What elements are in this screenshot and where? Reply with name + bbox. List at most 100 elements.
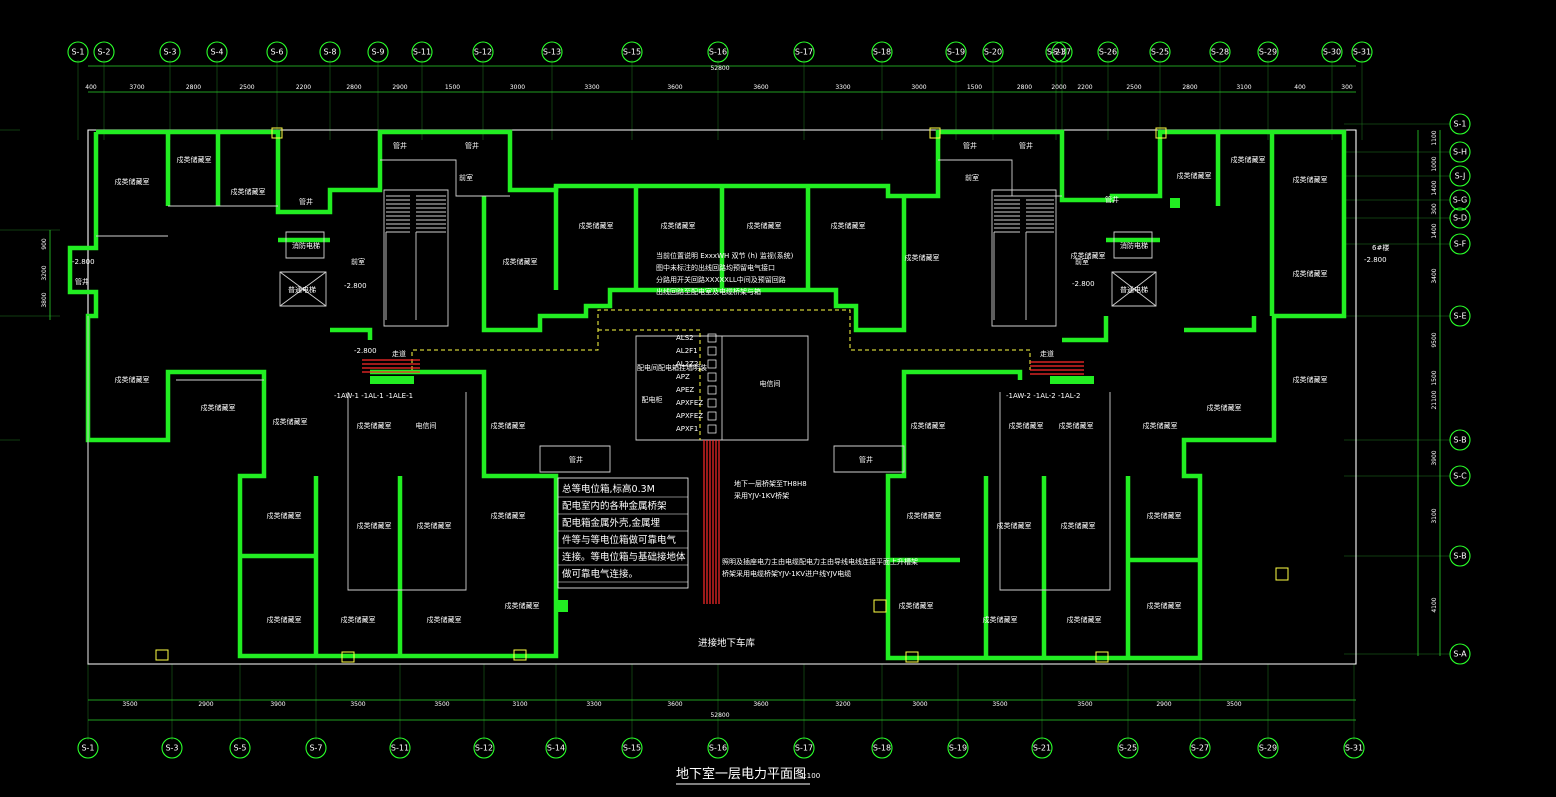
axis-bubble xyxy=(411,41,433,63)
axis-label: S-2 xyxy=(97,48,110,57)
dimension-text: 2200 xyxy=(1077,84,1092,91)
axis-bubble xyxy=(1449,141,1471,163)
axis-bubble xyxy=(266,41,288,63)
axis-label: S-16 xyxy=(709,48,727,57)
shaft-label: 管井 xyxy=(963,141,977,150)
dimension-text: 1400 xyxy=(1431,223,1438,238)
axis-label: S-25 xyxy=(1151,48,1169,57)
axis-label: S-G xyxy=(1453,196,1467,205)
room-label: 戍类储藏室 xyxy=(1177,171,1212,180)
axis-label: S-12 xyxy=(474,48,492,57)
axis-bubble xyxy=(1449,233,1471,255)
transformer-room-label: 配电间配电箱挂墙明装 xyxy=(637,363,707,372)
room-label: 戍类储藏室 xyxy=(267,511,302,520)
axis-bubble xyxy=(1351,41,1373,63)
dimension-text: 300 xyxy=(1341,84,1353,91)
dimension-text: 3200 xyxy=(835,701,850,708)
room-label: 戍类储藏室 xyxy=(1207,403,1242,412)
center-note: 当前位置说明 ExxxWH 双节 (h) 监视(系统) xyxy=(656,251,794,260)
room-label: 戍类储藏室 xyxy=(997,521,1032,530)
dimension-text: 2000 xyxy=(1051,84,1066,91)
axis-bubbles-right: S-1S-HS-JS-GS-DS-FS-ES-BS-CS-BS-A xyxy=(1449,113,1471,665)
axis-label: S-1 xyxy=(81,744,94,753)
dimension-text: 2800 xyxy=(1182,84,1197,91)
fire-lift-label: 消防电梯 xyxy=(1120,241,1148,250)
distribution-box-label: APXF1 xyxy=(676,425,698,433)
axis-label: S-9 xyxy=(371,48,384,57)
legend-line: 配电室内的各种金属桥架 xyxy=(562,500,667,512)
axis-bubble xyxy=(1343,737,1365,759)
dimension-text: 3300 xyxy=(835,84,850,91)
axis-label: S-3 xyxy=(165,744,178,753)
lift-label: 普通电梯 xyxy=(288,285,316,294)
axis-bubble xyxy=(871,737,893,759)
right-dimension-texts: 1100100014003001400340015009500390031004… xyxy=(1431,130,1438,612)
room-labels: 戍类储藏室 戍类储藏室 戍类储藏室 戍类储藏室 戍类储藏室 戍类储藏室 戍类储藏… xyxy=(75,141,1328,624)
axis-label: S-J xyxy=(1455,172,1466,181)
axis-bubble xyxy=(305,737,327,759)
axis-label: S-21 xyxy=(1033,744,1051,753)
axis-label: S-A xyxy=(1453,650,1467,659)
panel-room-label: 配电柜 xyxy=(642,395,663,404)
dimension-text: 3600 xyxy=(667,84,682,91)
elevator-crosses xyxy=(279,271,1157,307)
room-label: 戍类储藏室 xyxy=(1143,421,1178,430)
axis-bubble xyxy=(982,41,1004,63)
dimension-text: 400 xyxy=(1294,84,1306,91)
axis-label: S-11 xyxy=(391,744,409,753)
axis-bubble xyxy=(1449,305,1471,327)
dimension-text: 3000 xyxy=(911,84,926,91)
axis-bubble xyxy=(206,41,228,63)
legend-block: 总等电位箱,标高0.3M配电室内的各种金属桥架配电箱金属外壳,金属埋件等与等电位… xyxy=(557,477,689,589)
axis-label: S-29 xyxy=(1259,48,1277,57)
axis-label: S-28 xyxy=(1211,48,1229,57)
room-label: 戍类储藏室 xyxy=(1147,511,1182,520)
axis-bubble xyxy=(1449,643,1471,665)
axis-bubble xyxy=(1209,41,1231,63)
dimension-text: 3800 xyxy=(41,292,48,307)
dimension-text: 2500 xyxy=(239,84,254,91)
dimension-text: 3100 xyxy=(1236,84,1251,91)
dimension-text: 3500 xyxy=(350,701,365,708)
total-dimension-bottom: 52800 xyxy=(710,712,729,719)
room-label: 戍类储藏室 xyxy=(907,511,942,520)
drawing-scale: 1:100 xyxy=(800,772,820,780)
dimension-text: 3200 xyxy=(41,265,48,280)
lobby-label: 前室 xyxy=(459,173,473,182)
lobby-label: 前室 xyxy=(351,257,365,266)
axis-bubble xyxy=(367,41,389,63)
equipment-room-label: 电信间 xyxy=(760,379,781,388)
level-mark: -2.800 xyxy=(1072,280,1095,288)
distribution-box-label: APEZ xyxy=(676,386,694,394)
dimension-text: 2900 xyxy=(392,84,407,91)
room-label: 戍类储藏室 xyxy=(341,615,376,624)
room-label: 戍类储藏室 xyxy=(1147,601,1182,610)
axis-label: S-18 xyxy=(873,48,891,57)
panel-labels: -1AW-1 -1AL-1 -1ALE-1 -1AW-2 -1AL-2 -1AL… xyxy=(334,349,1081,400)
dimension-text: 3000 xyxy=(912,701,927,708)
axis-label: S-B xyxy=(1453,552,1466,561)
room-label: 戍类储藏室 xyxy=(661,221,696,230)
axis-bubble xyxy=(1449,189,1471,211)
axis-label: S-7 xyxy=(309,744,322,753)
axis-label: S-17 xyxy=(795,48,813,57)
room-label: 戍类储藏室 xyxy=(267,615,302,624)
axis-bubble xyxy=(1449,429,1471,451)
distribution-box-label: APXFEZ xyxy=(676,412,703,420)
axis-bubble xyxy=(945,41,967,63)
room-label: 戍类储藏室 xyxy=(201,403,236,412)
corridor-label-left: 走道 xyxy=(392,349,406,358)
distribution-box-label: APZ xyxy=(676,373,690,381)
cable-note: 采用YJV-1KV桥架 xyxy=(734,491,789,500)
axis-label: S-37 xyxy=(1053,48,1071,57)
room-label: 戍类储藏室 xyxy=(1293,175,1328,184)
junction-boxes xyxy=(155,127,1289,663)
feeder-note-2: 桥架采用电缆桥架YJV-1KV进户线YJV电缆 xyxy=(722,569,851,578)
legend-line: 件等与等电位箱做可靠电气 xyxy=(562,534,677,546)
axis-label: S-H xyxy=(1453,148,1467,157)
room-label: 戍类储藏室 xyxy=(831,221,866,230)
axis-bubble xyxy=(541,41,563,63)
dimension-text: 300 xyxy=(1431,203,1438,215)
